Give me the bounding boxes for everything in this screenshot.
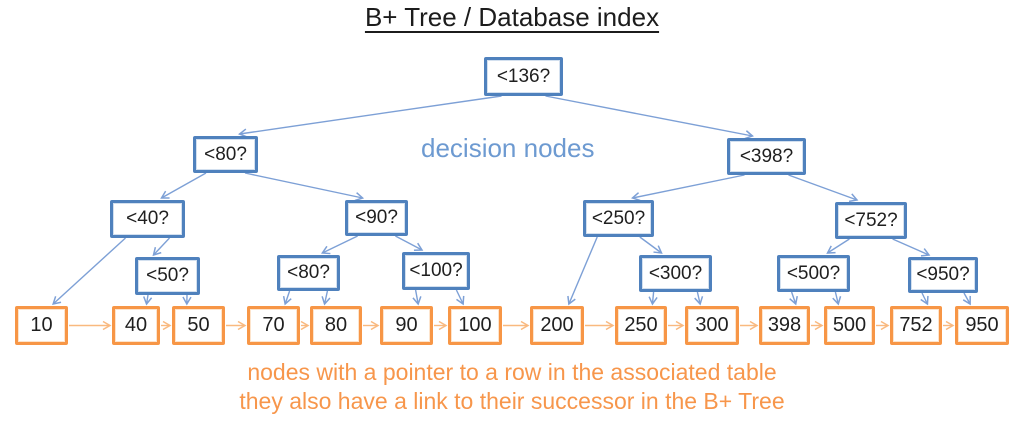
leaf-node-300: 300 (685, 306, 739, 345)
decision-node-40: <40? (110, 200, 185, 238)
tree-edge (282, 290, 292, 306)
leaf-node-100: 100 (448, 306, 502, 345)
tree-edge (320, 235, 358, 255)
tree-edge (567, 236, 598, 306)
leaf-node-950: 950 (955, 306, 1009, 345)
leaf-node-40: 40 (112, 306, 160, 345)
tree-edge (412, 289, 422, 306)
tree-edge (238, 95, 502, 138)
page-title: B+ Tree / Database index (364, 2, 660, 32)
decision-node-398: <398? (727, 138, 806, 175)
tree-edge (920, 292, 929, 306)
decision-node-752: <752? (835, 202, 907, 239)
decision-node-50: <50? (135, 257, 200, 295)
decision-node-300: <300? (639, 255, 712, 292)
tree-edge (244, 172, 365, 202)
leaf-node-70: 70 (247, 306, 300, 345)
leaf-node-752: 752 (890, 306, 942, 345)
tree-edge (52, 237, 126, 306)
tree-edge (545, 95, 754, 140)
leaf-node-200: 200 (530, 306, 584, 345)
decision-node-136: <136? (484, 57, 563, 96)
tree-edge (455, 289, 465, 306)
leaf-node-50: 50 (172, 306, 225, 345)
tree-edge (648, 291, 658, 306)
decision-node-500: <500? (777, 255, 850, 292)
tree-edge (143, 294, 153, 306)
tree-edge (789, 291, 798, 306)
decision-node-950: <950? (908, 257, 978, 293)
leaf-node-398: 398 (759, 306, 810, 345)
decision-node-90: <90? (345, 200, 408, 236)
tree-edge (152, 237, 171, 257)
tree-edge (321, 290, 331, 306)
decision-node-100: <100? (402, 252, 470, 290)
decision-node-250: <250? (583, 200, 654, 237)
tree-edge (160, 172, 207, 199)
tree-edge (395, 235, 424, 252)
tree-edge (694, 291, 704, 306)
tree-edge (962, 292, 971, 306)
leaf-node-90: 90 (380, 306, 433, 345)
leaf-node-80: 80 (310, 306, 362, 345)
leaf-node-250: 250 (615, 306, 667, 345)
leaf-node-500: 500 (824, 306, 875, 345)
decision-nodes-label: decision nodes (421, 133, 595, 163)
decision-node-80: <80? (193, 136, 258, 173)
tree-edges (52, 95, 971, 306)
tree-edge (788, 174, 859, 203)
decision-node-80b: <80? (277, 255, 340, 291)
tree-edge (631, 174, 745, 202)
caption-line-1: nodes with a pointer to a row in the ass… (247, 359, 777, 385)
tree-edge (892, 238, 931, 257)
leaf-node-10: 10 (15, 306, 68, 345)
tree-edge (639, 236, 663, 254)
leaf-caption: nodes with a pointer to a row in the ass… (0, 358, 1024, 416)
tree-edge (832, 291, 842, 306)
caption-line-2: they also have a link to their successor… (239, 388, 785, 414)
tree-edge (826, 238, 850, 254)
